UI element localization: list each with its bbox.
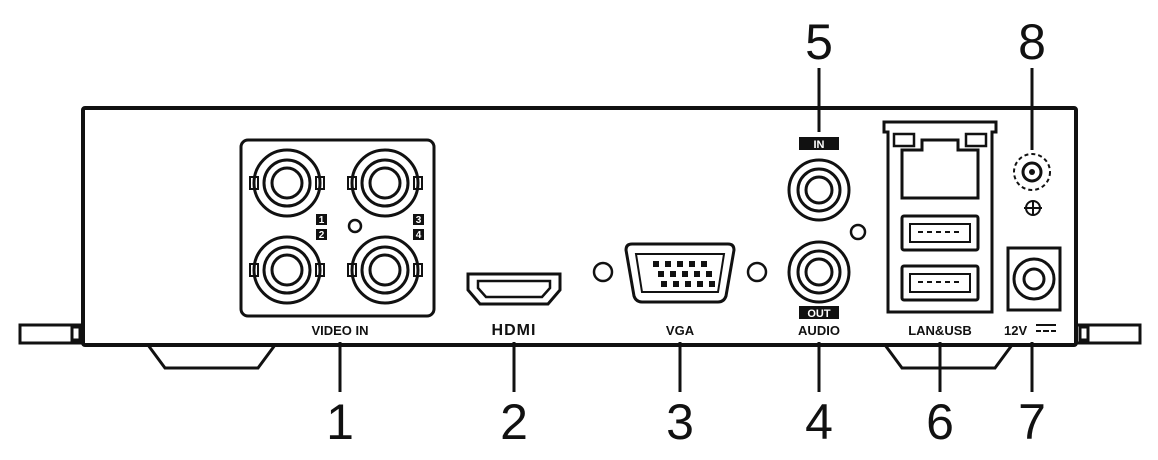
bnc-connector-3 <box>347 148 423 218</box>
dc-symbol-icon <box>1036 324 1056 332</box>
channel-label-4: 4 <box>416 230 422 241</box>
vga-port <box>592 242 768 304</box>
audio-out-label: OUT <box>807 308 831 320</box>
hdmi-port <box>466 272 562 306</box>
vga-label: VGA <box>666 323 695 338</box>
channel-label-2: 2 <box>319 230 325 241</box>
video-in-led <box>347 218 363 234</box>
video-in-panel <box>239 138 436 318</box>
mounting-brackets <box>18 323 1142 370</box>
vga-pins <box>653 261 715 287</box>
audio-led <box>849 223 867 241</box>
callout-3: 3 <box>666 394 694 450</box>
audio-in-jack <box>787 158 851 222</box>
audio-in-label: IN <box>814 139 825 151</box>
power-label: 12V <box>1004 323 1027 338</box>
video-in-label: VIDEO IN <box>311 323 368 338</box>
audio-group: IN OUT <box>787 137 867 320</box>
lan-usb-label: LAN&USB <box>908 323 972 338</box>
usb-port-2 <box>900 264 980 302</box>
hdmi-label: HDMI <box>492 322 537 339</box>
video-in-bnc-group: 1 2 3 4 <box>239 138 436 318</box>
ground-symbol-icon <box>1024 200 1042 216</box>
lan-port <box>892 132 988 200</box>
chassis-outline <box>81 106 1078 347</box>
callout-2: 2 <box>500 394 528 450</box>
callout-7: 7 <box>1018 394 1046 450</box>
ground-terminal <box>1013 153 1051 191</box>
callout-4: 4 <box>805 394 833 450</box>
audio-out-jack <box>787 240 851 304</box>
bnc-connector-2 <box>249 235 325 305</box>
lan-usb-group <box>882 120 998 314</box>
bnc-connector-4 <box>347 235 423 305</box>
channel-label-3: 3 <box>416 215 422 226</box>
usb-port-1 <box>900 214 980 252</box>
callout-leaders <box>338 68 1034 392</box>
power-jack <box>1006 246 1062 312</box>
callout-5: 5 <box>805 14 833 70</box>
callout-1: 1 <box>326 394 354 450</box>
callout-8: 8 <box>1018 14 1046 70</box>
bnc-connector-1 <box>249 148 325 218</box>
audio-label: AUDIO <box>798 323 840 338</box>
channel-label-1: 1 <box>319 215 325 226</box>
callout-6: 6 <box>926 394 954 450</box>
